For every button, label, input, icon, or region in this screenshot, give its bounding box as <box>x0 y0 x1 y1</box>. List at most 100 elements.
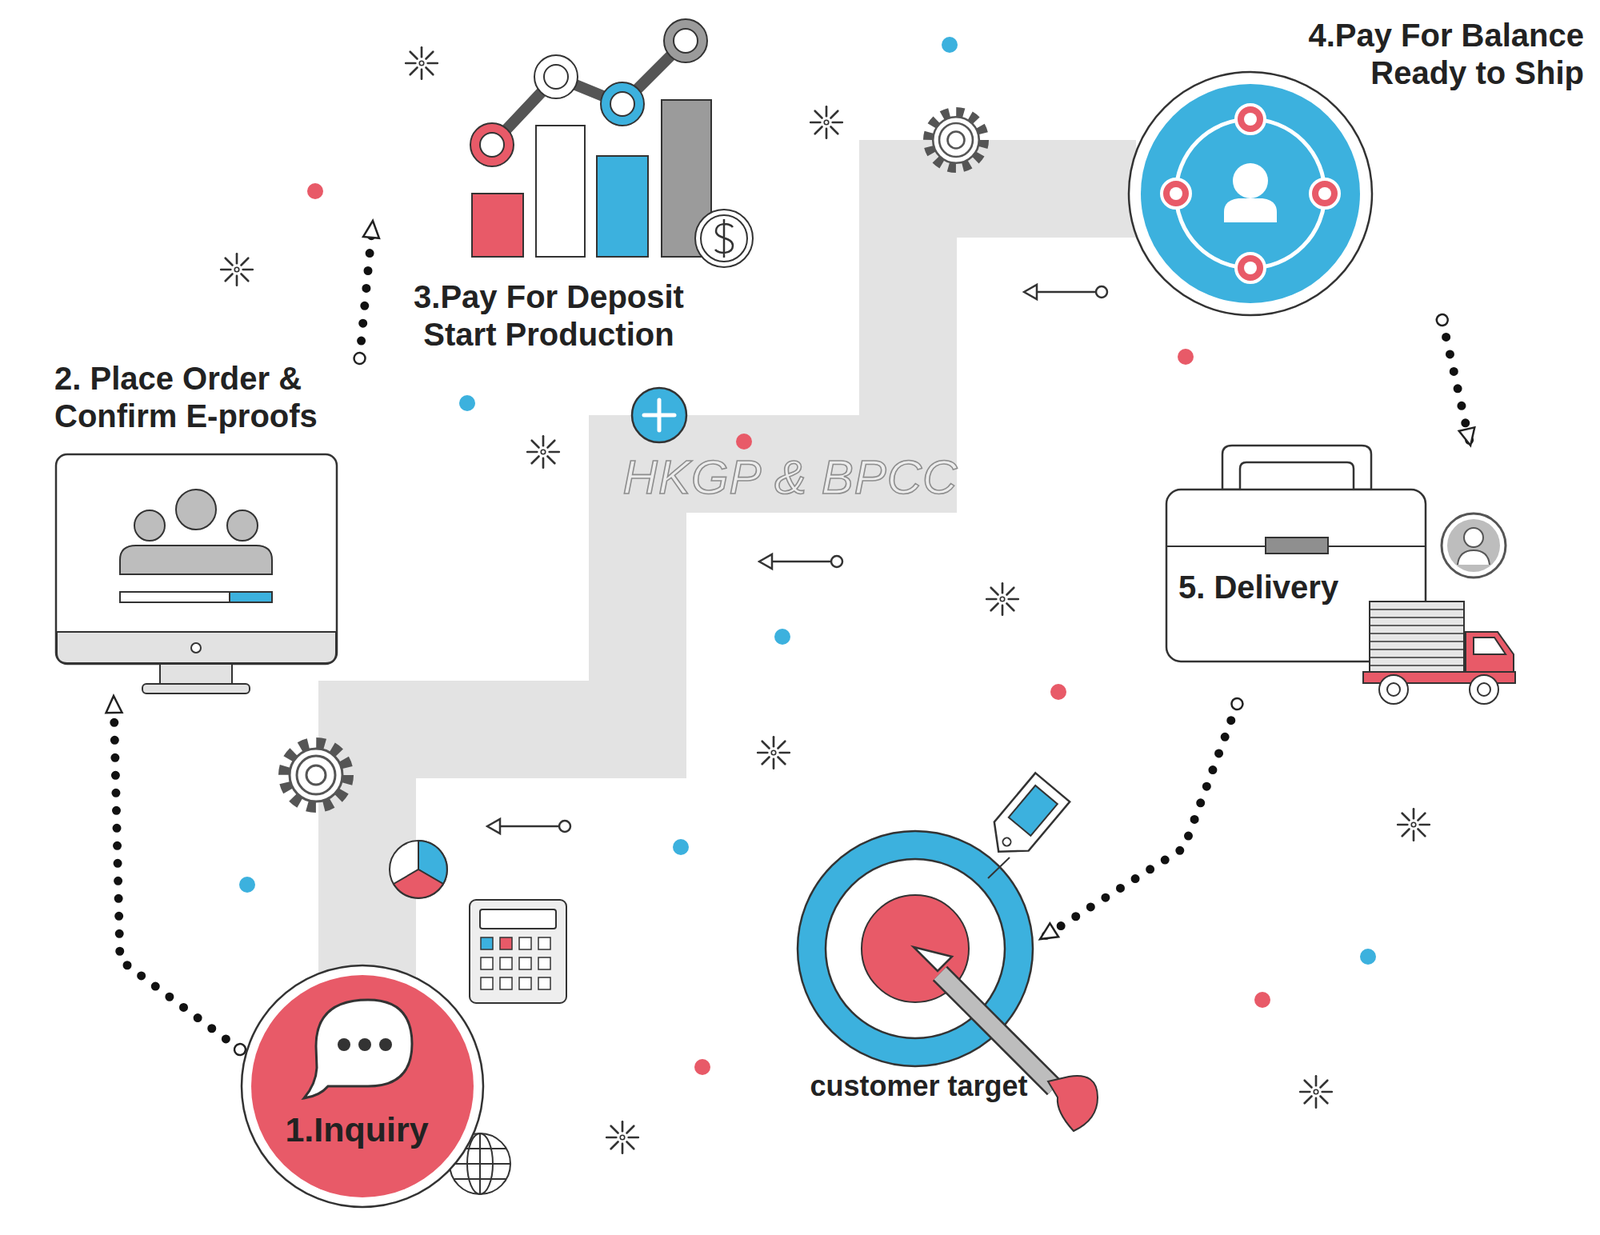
calculator-icon <box>519 957 532 970</box>
customer-circle <box>1169 187 1183 200</box>
truck-icon <box>1369 632 1464 635</box>
bar-chart <box>470 123 514 167</box>
customer-circle <box>1318 187 1332 200</box>
monitor-icon <box>56 454 337 694</box>
color-dots <box>1360 948 1376 965</box>
color-dots <box>694 1059 711 1076</box>
dotted-arrow <box>1442 320 1471 446</box>
gear-icons <box>284 112 984 808</box>
monitor-icon <box>56 632 336 664</box>
toolbox-icon <box>1457 550 1490 565</box>
monitor-icon <box>191 643 201 653</box>
customer-circle <box>1224 198 1277 223</box>
step-node: customer target <box>797 831 1040 1140</box>
calculator-icon <box>469 900 567 1004</box>
dotted-line <box>113 696 240 1050</box>
target-icon <box>981 772 1070 866</box>
step-label: 1.Inquiry <box>260 1109 453 1151</box>
calculator-icon <box>469 900 567 1004</box>
dotted-line <box>1442 320 1471 446</box>
bar-chart <box>664 19 708 63</box>
step-label: 4.Pay For Balance Ready to Ship <box>1240 16 1584 92</box>
truck-icon <box>1387 683 1400 696</box>
dotted-arrow <box>1040 704 1237 940</box>
calculator-icon <box>500 977 512 990</box>
target-icon <box>988 857 1010 879</box>
bar-chart <box>534 55 578 99</box>
dotted-line <box>1040 704 1237 940</box>
bar-chart <box>715 219 733 258</box>
monitor-icon <box>176 489 216 530</box>
toolbox-icon <box>1222 445 1372 490</box>
bar-chart <box>536 125 585 257</box>
calculator-icon <box>480 909 556 929</box>
calculator-icon <box>480 957 493 970</box>
customer-circle <box>1310 179 1340 208</box>
step-node: 4.Pay For Balance Ready to Ship <box>1124 12 1592 320</box>
customer-circle <box>1128 72 1372 316</box>
customer-circle <box>1236 253 1265 283</box>
toolbox-icon <box>1441 513 1506 578</box>
step-node: 5. Delivery <box>1166 445 1520 704</box>
pie-chart <box>389 840 448 899</box>
calculator-icon <box>538 957 551 970</box>
bar-chart <box>480 132 504 157</box>
step-label: 3.Pay For Deposit Start Production <box>372 278 725 354</box>
speech-bubble <box>304 1000 412 1099</box>
watermark: HKGP & BPCC <box>614 449 967 505</box>
customer-circle <box>1236 104 1265 134</box>
plus-icon <box>632 388 687 443</box>
calculator-icon <box>480 977 493 990</box>
pie-chart <box>393 869 444 899</box>
monitor-icon <box>229 592 272 603</box>
truck-icon <box>1469 675 1499 704</box>
customer-circle <box>1176 119 1325 268</box>
calculator-icon <box>538 977 551 990</box>
toolbox-icon <box>1464 528 1484 548</box>
circle-fill <box>251 975 474 1198</box>
arrow-ends <box>1040 704 1237 940</box>
customer-circle <box>1140 84 1360 304</box>
monitor-icon <box>134 510 165 541</box>
truck-icon <box>1473 637 1506 655</box>
sparkles <box>986 583 1019 616</box>
monitor-icon <box>142 684 250 694</box>
arrow-ends <box>360 220 374 359</box>
target-icon <box>797 772 1098 1132</box>
customer-circle <box>1244 261 1257 275</box>
sparkles <box>220 253 253 286</box>
color-dots <box>1050 684 1067 700</box>
color-dots <box>774 628 791 645</box>
dotted-arrow <box>113 696 240 1050</box>
color-dots <box>941 36 958 53</box>
dotted-line <box>360 220 374 359</box>
bar-chart <box>470 19 753 268</box>
gear-icons <box>284 743 348 808</box>
calculator-icon <box>538 937 551 950</box>
truck-icon <box>1369 648 1464 651</box>
pie-chart <box>389 840 448 899</box>
calculator-icon <box>480 937 493 950</box>
color-dots <box>672 839 689 856</box>
staircase-band <box>367 188 1136 984</box>
sparkles <box>1300 1076 1332 1108</box>
calculator-icon <box>519 937 532 950</box>
target-icon <box>1048 1076 1098 1132</box>
color-dots <box>1254 992 1271 1008</box>
truck-icon <box>1369 616 1464 619</box>
truck-icon <box>1477 683 1491 696</box>
color-dots <box>1177 348 1194 365</box>
monitor-icon <box>227 510 258 541</box>
toolbox-icon <box>1265 537 1328 554</box>
step-label: customer target <box>797 1068 1040 1106</box>
calculator-icon <box>500 957 512 970</box>
target-icon <box>913 947 952 972</box>
color-dots <box>459 395 476 412</box>
bar-chart <box>544 64 568 89</box>
globe-icon <box>479 1133 481 1195</box>
target-icon <box>981 772 1070 866</box>
toolbox-icon <box>1447 519 1500 572</box>
plus-icon <box>657 400 662 431</box>
customer-circle <box>1244 112 1257 126</box>
